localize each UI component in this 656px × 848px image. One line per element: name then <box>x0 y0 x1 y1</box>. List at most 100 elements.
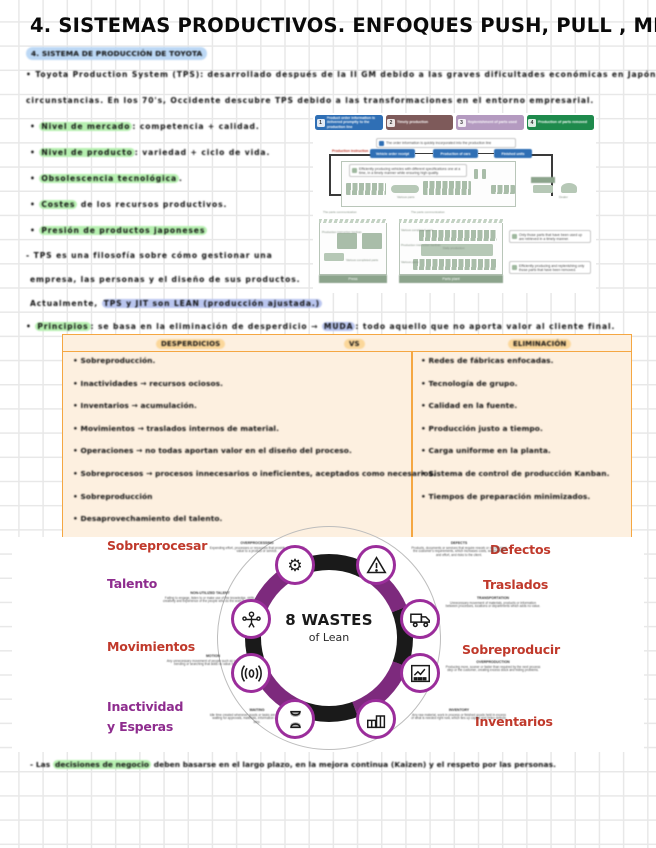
flow-box-finished: Finished units <box>494 149 532 158</box>
section-subtitle: 4. SISTEMA DE PRODUCCIÓN DE TOYOTA <box>26 47 208 60</box>
flow-box-order: Vehicle order receipt <box>370 149 415 158</box>
orbit-circle <box>217 526 441 750</box>
tps-sub-label: Daily production <box>443 246 465 250</box>
intro-line-2: circunstancias. En los 70's, Occidente d… <box>26 96 595 105</box>
bullet-item: • Nivel de producto: variedad + ciclo de… <box>30 148 271 157</box>
flow-pipe <box>478 153 494 155</box>
table-row: Producción justo a tiempo. <box>421 424 626 433</box>
table-column-right: Redes de fábricas enfocadas. Tecnología … <box>421 356 626 514</box>
intro-line-1: • Toyota Production System (TPS): desarr… <box>26 70 656 79</box>
tps-header-label: Timely production <box>397 120 429 125</box>
chimney-icon <box>482 169 486 179</box>
node-talento[interactable] <box>231 599 271 639</box>
node-sobreprocesar[interactable]: ⚙ <box>275 545 315 585</box>
chart-bars-icon <box>410 664 430 682</box>
table-row: Calidad en la fuente. <box>421 401 626 410</box>
table-column-left: Sobreproducción. Inactividades → recurso… <box>73 356 436 537</box>
tps-top-caption: The order information is quickly incorpo… <box>376 138 516 148</box>
press-plant-label: Press <box>319 275 387 283</box>
tps-sub-label: Various completed parts <box>346 258 379 262</box>
caption-marker-icon <box>512 265 517 270</box>
car-line-3 <box>491 185 515 194</box>
table-header-row: DESPERDICIOS VS ELIMINACIÓN <box>63 335 631 352</box>
waste-label-defectos: Defectos <box>490 542 551 557</box>
tps-sub-label: Various completed parts <box>401 228 434 232</box>
bullet-item: • Presión de productos japoneses <box>30 226 208 235</box>
tps-header-3: 3 Replenishment of parts used <box>456 115 524 130</box>
node-defectos[interactable] <box>356 545 396 585</box>
tps-header-4: 4 Production of parts removed <box>526 115 594 130</box>
table-row: Movimientos → traslados internos de mate… <box>73 424 408 433</box>
step-number: 3 <box>457 118 466 127</box>
people-icon <box>241 610 261 628</box>
bullet-item: • Obsolescencia tecnológica. <box>30 174 183 183</box>
wastes-center-text: 8 WASTES of Lean <box>245 611 413 644</box>
motion-icon <box>240 664 262 682</box>
hourglass-icon <box>289 710 301 728</box>
caption-marker-icon <box>352 168 357 173</box>
parts-roof <box>399 219 503 225</box>
waste-label-talento: Talento <box>107 576 158 591</box>
flow-pipe <box>329 194 341 196</box>
table-row: Carga uniforme en la planta. <box>421 446 626 455</box>
gears-icon: ⚙ <box>287 555 303 575</box>
flow-box-production: Production of cars <box>433 149 478 158</box>
tps-sub-label: Various parts <box>401 260 419 264</box>
waste-label-inactividad: Inactividad <box>107 699 184 714</box>
table-row: Sobreprocesos → procesos innecesarios o … <box>73 469 436 478</box>
car-line-1 <box>346 183 386 195</box>
table-row: Tecnología de grupo. <box>421 379 626 388</box>
comparison-table: DESPERDICIOS VS ELIMINACIÓN Sobreproducc… <box>62 334 632 538</box>
car-line-2 <box>423 181 471 195</box>
waste-label-movimientos: Movimientos <box>107 639 195 654</box>
tps-callout-1: Efficiently producing vehicles with diff… <box>349 164 467 177</box>
tps-sub-label: Various parts <box>397 195 415 199</box>
waste-label-sobreprocesar: Sobreprocesar <box>107 538 208 553</box>
truck-icon <box>409 613 430 627</box>
press-roof <box>319 219 387 225</box>
tps-header-1: 1 Product order information is delivered… <box>315 115 383 130</box>
waste-label-inventarios: Inventarios <box>475 714 553 729</box>
waste-label-sobreproducir: Sobreproducir <box>462 642 560 657</box>
waste-label-traslados: Traslados <box>483 577 549 592</box>
table-row: Inactividades → recursos ociosos. <box>73 379 408 388</box>
table-row: Sistema de control de producción Kanban. <box>421 469 626 478</box>
caption-marker-icon <box>512 234 517 239</box>
tps-sub-label: Production instruction kanban <box>322 230 362 234</box>
wastes-center-title: 8 WASTES <box>285 611 373 629</box>
tps-header-row: 1 Product order information is delivered… <box>315 115 594 130</box>
node-inventarios[interactable] <box>356 699 396 739</box>
parts-line-2 <box>413 259 497 270</box>
table-column-divider <box>411 352 413 537</box>
daily-production-blob <box>421 244 493 256</box>
paragraph-line-2: empresa, las personas y el diseño de sus… <box>30 275 301 284</box>
parts-line-1 <box>419 230 497 241</box>
flow-pipe <box>329 154 331 196</box>
dealer-label: Dealer <box>559 195 568 199</box>
flow-pipe <box>415 153 433 155</box>
tps-sub-label: Production instruction kanban <box>401 243 441 247</box>
bullet-item: • Costes de los recursos productivos. <box>30 200 228 209</box>
principles-line: • Principios: se basa en la eliminación … <box>26 322 616 331</box>
step-number: 1 <box>316 118 325 127</box>
table-row: Operaciones → no todas aportan valor en … <box>73 446 408 455</box>
assembly-blob <box>391 185 419 193</box>
node-inactividad-esperas[interactable] <box>275 699 315 739</box>
tps-callout-4: Efficiently producing and replenishing o… <box>509 261 591 274</box>
page-title: 4. SISTEMAS PRODUCTIVOS. ENFOQUES PUSH, … <box>30 14 656 37</box>
node-movimientos[interactable] <box>231 653 271 693</box>
tps-header-label: Product order information is delivered p… <box>326 116 376 129</box>
node-sobreproducir[interactable] <box>400 653 440 693</box>
tps-header-label: Production of parts removed <box>538 120 588 125</box>
node-traslados[interactable] <box>400 599 440 639</box>
table-row: Tiempos de preparación minimizados. <box>421 492 626 501</box>
tps-diagram-image: 1 Product order information is delivered… <box>313 113 596 293</box>
flow-pipe <box>329 154 373 156</box>
